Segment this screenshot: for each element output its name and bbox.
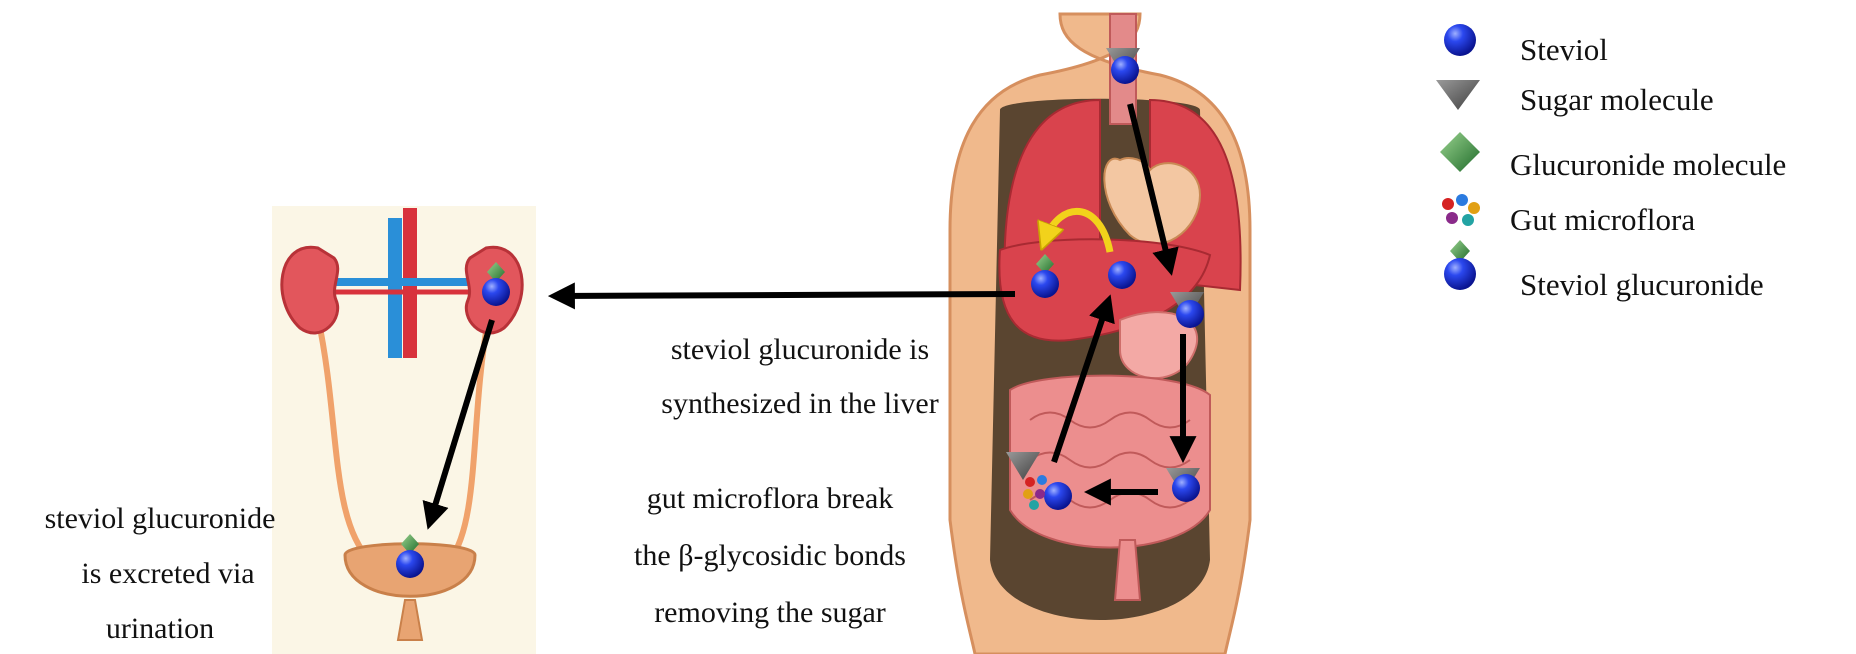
annotation-liver-line-2: synthesized in the liver <box>661 387 938 420</box>
legend-label: Steviol <box>1520 32 1608 67</box>
steviol-sphere-icon <box>1108 261 1136 289</box>
legend-label: Steviol glucuronide <box>1520 267 1764 302</box>
annotation-gut-line-1: gut microflora break <box>647 482 894 515</box>
steviol-sphere-icon <box>1044 482 1072 510</box>
annotation-excretion-line-2: is excreted via <box>81 557 254 590</box>
annotation-gut-line-2: the β-glycosidic bonds <box>634 539 906 572</box>
annotation-liver-line-1: steviol glucuronide is <box>671 333 929 366</box>
sugar-triangle-icon <box>1436 80 1480 110</box>
steviol-sphere-icon <box>1176 300 1204 328</box>
glucuronide-diamond-icon <box>1440 132 1480 172</box>
gut-microflora-cluster-icon <box>1442 194 1480 226</box>
annotation-gut-line-3: removing the sugar <box>654 596 886 629</box>
legend-item-steviol-glucuronide: Steviol glucuronide <box>1444 240 1764 302</box>
vena-cava <box>388 218 402 358</box>
legend: Steviol Sugar molecule Glucuronide molec… <box>1436 24 1786 302</box>
annotation-liver: steviol glucuronide is synthesized in th… <box>661 333 938 420</box>
legend-item-glucuronide: Glucuronide molecule <box>1440 132 1786 182</box>
steviol-sphere-icon <box>1111 56 1139 84</box>
legend-label: Sugar molecule <box>1520 82 1714 117</box>
legend-item-steviol: Steviol <box>1444 24 1608 67</box>
annotation-excretion-line-1: steviol glucuronide <box>45 502 276 535</box>
annotation-excretion-line-3: urination <box>106 612 214 645</box>
legend-label: Gut microflora <box>1510 202 1695 237</box>
rectum <box>1115 540 1140 600</box>
steviol-sphere-icon <box>396 550 424 578</box>
steviol-sphere-icon <box>1444 258 1476 290</box>
legend-item-sugar: Sugar molecule <box>1436 80 1714 117</box>
legend-item-gut-microflora: Gut microflora <box>1442 194 1695 237</box>
arrow-liver-to-kidney <box>556 294 1015 296</box>
legend-label: Glucuronide molecule <box>1510 147 1786 182</box>
steviol-sphere-icon <box>482 278 510 306</box>
steviol-sphere-icon <box>1031 270 1059 298</box>
steviol-sphere-icon <box>1444 24 1476 56</box>
steviol-sphere-icon <box>1172 474 1200 502</box>
annotation-excretion: steviol glucuronide is excreted via urin… <box>45 502 276 645</box>
annotation-gut: gut microflora break the β-glycosidic bo… <box>634 482 906 629</box>
